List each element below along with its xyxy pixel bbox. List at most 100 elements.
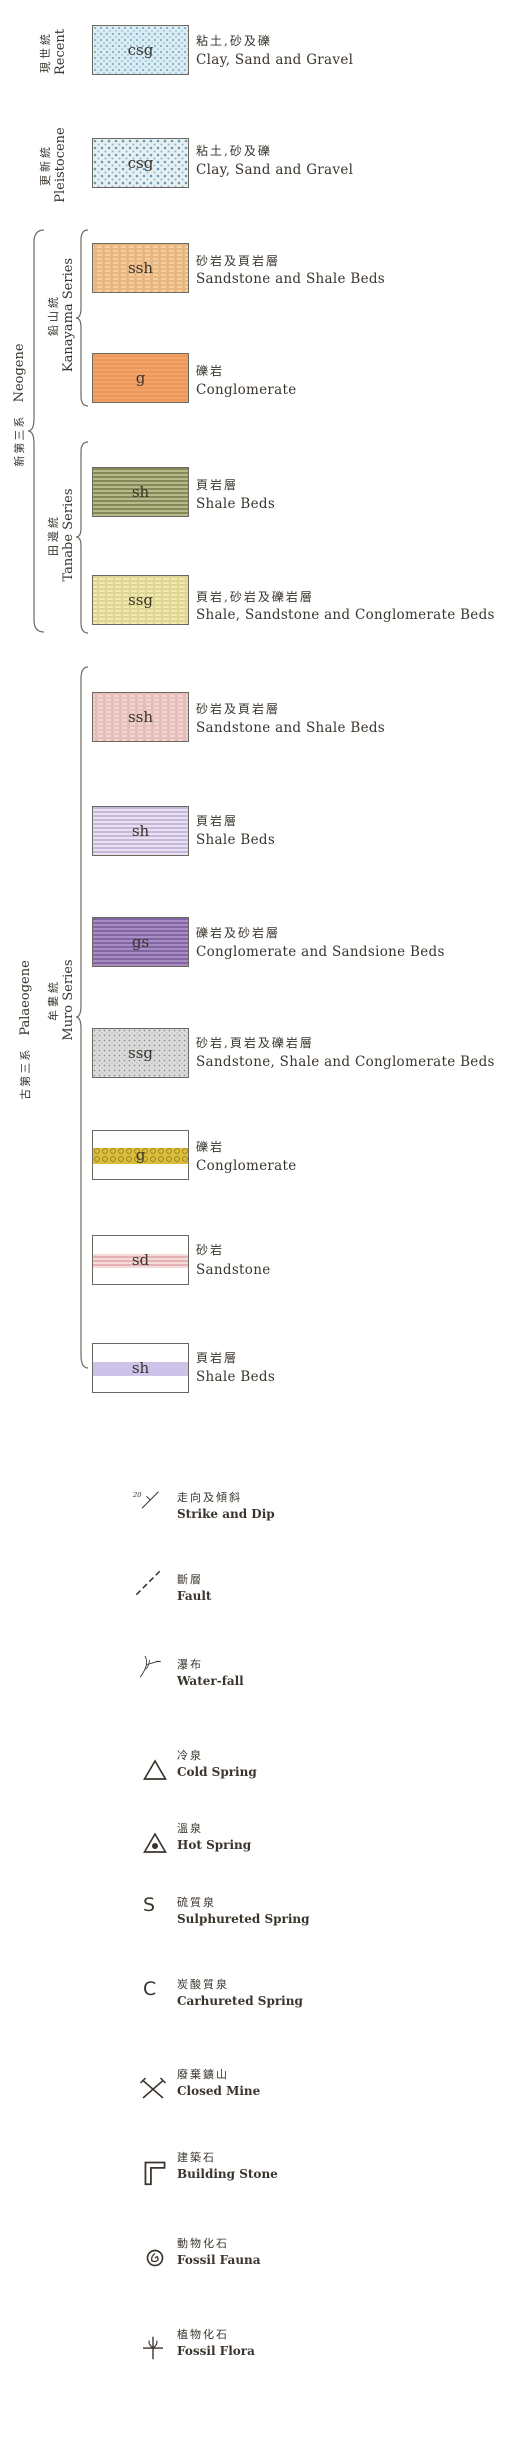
age-label-palaeogene: 古第三系 Palaeogene xyxy=(17,960,33,1100)
unit-en-label: Shale, Sandstone and Conglomerate Beds xyxy=(196,607,495,623)
unit-code: sh xyxy=(131,1359,150,1377)
unit-en-label: Clay, Sand and Gravel xyxy=(196,162,354,178)
unit-pattern xyxy=(93,1344,188,1392)
unit-muro-gs-swatch: gs xyxy=(92,917,189,967)
unit-kanayama-ssh-swatch: ssh xyxy=(92,243,189,293)
unit-jp-label: 砂岩及頁岩層 xyxy=(196,702,281,716)
symbol-jp-label: 建築石 xyxy=(177,2151,216,2164)
unit-code: csg xyxy=(127,154,154,172)
symbol-jp-label: 廢棄鑛山 xyxy=(177,2068,229,2081)
neogene-en: Neogene xyxy=(12,343,27,403)
palaeogene-jp: 古第三系 xyxy=(19,1047,32,1100)
unit-code: g xyxy=(135,369,146,387)
kanayama-en: Kanayama Series xyxy=(60,257,76,373)
unit-pattern xyxy=(93,918,188,966)
unit-code: ssg xyxy=(128,591,153,609)
unit-jp-label: 頁岩層 xyxy=(196,478,239,492)
tanabe-brace xyxy=(76,441,89,634)
unit-code: sd xyxy=(131,1251,150,1269)
symbol-jp-label: 瀑布 xyxy=(177,1658,203,1671)
unit-jp-label: 頁岩層 xyxy=(196,1351,239,1365)
unit-jp-label: 粘土,砂及礫 xyxy=(196,34,272,48)
unit-recent-swatch: csg xyxy=(92,25,189,75)
unit-en-label: Sandstone and Shale Beds xyxy=(196,720,386,736)
sulphureted-spring-icon: S xyxy=(143,1894,156,1916)
unit-muro-ssh-swatch: ssh xyxy=(92,692,189,742)
age-label-recent: 現世統 Recent xyxy=(39,29,69,75)
unit-muro-g-swatch: g xyxy=(92,1130,189,1180)
unit-tanabe-ssg-swatch: ssg xyxy=(92,575,189,625)
muro-jp: 牟婁統 xyxy=(47,979,60,1022)
tanabe-jp: 田邊統 xyxy=(47,514,60,556)
series-label-kanayama: 鉛山統 Kanayama Series xyxy=(47,258,77,372)
unit-pattern xyxy=(93,1131,188,1179)
unit-muro-ssg-swatch: ssg xyxy=(92,1028,189,1078)
symbol-en-label: Water-fall xyxy=(177,1674,244,1688)
recent-en: Recent xyxy=(52,28,68,76)
unit-en-label: Shale Beds xyxy=(196,496,276,512)
unit-code: gs xyxy=(131,933,150,951)
muro-brace xyxy=(76,666,89,1369)
hot-spring-icon xyxy=(143,1832,167,1853)
unit-code: g xyxy=(135,1146,146,1164)
symbol-en-label: Building Stone xyxy=(177,2167,278,2181)
unit-en-label: Conglomerate xyxy=(196,382,297,398)
series-label-tanabe: 田邊統 Tanabe Series xyxy=(47,488,77,581)
symbol-jp-label: 溫泉 xyxy=(177,1822,203,1835)
unit-jp-label: 粘土,砂及礫 xyxy=(196,144,272,158)
unit-tanabe-sh-swatch: sh xyxy=(92,467,189,517)
unit-code: ssg xyxy=(128,1044,153,1062)
palaeogene-en: Palaeogene xyxy=(18,960,33,1036)
symbol-jp-label: 斷層 xyxy=(177,1573,203,1586)
symbol-jp-label: 走向及傾斜 xyxy=(177,1491,242,1504)
unit-pattern xyxy=(93,244,188,292)
unit-pattern xyxy=(93,1029,188,1077)
unit-jp-label: 礫岩 xyxy=(196,1140,225,1154)
unit-en-label: Sandstone, Shale and Conglomerate Beds xyxy=(196,1054,495,1070)
unit-pleistocene-swatch: csg xyxy=(92,138,189,188)
unit-muro-sh2-swatch: sh xyxy=(92,1343,189,1393)
unit-pattern xyxy=(93,139,188,187)
age-label-neogene: 新第三系 Neogene xyxy=(11,343,27,466)
unit-kanayama-g-swatch: g xyxy=(92,353,189,403)
unit-code: ssh xyxy=(127,708,154,726)
symbol-jp-label: 冷泉 xyxy=(177,1749,203,1762)
symbol-en-label: Strike and Dip xyxy=(177,1507,275,1521)
muro-en: Muro Series xyxy=(60,959,76,1041)
symbol-jp-label: 動物化石 xyxy=(177,2237,229,2250)
unit-en-label: Conglomerate and Sandsione Beds xyxy=(196,944,445,960)
unit-jp-label: 礫岩 xyxy=(196,364,225,378)
age-label-pleistocene: 更新統 Pleistocene xyxy=(39,127,69,203)
unit-code: csg xyxy=(127,41,154,59)
carbureted-spring-icon: C xyxy=(143,1978,157,2000)
neogene-jp: 新第三系 xyxy=(13,414,26,467)
pleistocene-jp: 更新統 xyxy=(39,144,52,186)
unit-pattern xyxy=(93,354,188,402)
kanayama-jp: 鉛山統 xyxy=(47,294,60,337)
unit-code: ssh xyxy=(127,259,154,277)
fossil-fauna-icon xyxy=(146,2249,164,2267)
unit-pattern xyxy=(93,1236,188,1284)
symbol-en-label: Fossil Flora xyxy=(177,2344,255,2358)
unit-jp-label: 砂岩 xyxy=(196,1243,225,1257)
unit-en-label: Shale Beds xyxy=(196,832,276,848)
symbol-en-label: Carhureted Spring xyxy=(177,1994,303,2008)
symbol-en-label: Fossil Fauna xyxy=(177,2253,261,2267)
pleistocene-en: Pleistocene xyxy=(52,127,68,203)
unit-en-label: Conglomerate xyxy=(196,1158,297,1174)
symbol-jp-label: 炭酸質泉 xyxy=(177,1978,229,1991)
series-label-muro: 牟婁統 Muro Series xyxy=(47,959,77,1040)
kanayama-brace xyxy=(76,229,89,407)
unit-pattern xyxy=(93,576,188,624)
symbol-jp-label: 植物化石 xyxy=(177,2328,229,2341)
unit-jp-label: 礫岩及砂岩層 xyxy=(196,926,281,940)
symbol-en-label: Sulphureted Spring xyxy=(177,1912,310,1926)
unit-jp-label: 頁岩層 xyxy=(196,814,239,828)
neogene-brace xyxy=(28,229,45,633)
symbol-en-label: Cold Spring xyxy=(177,1765,257,1779)
closed-mine-icon xyxy=(139,2077,167,2099)
fossil-flora-icon xyxy=(143,2336,163,2360)
unit-en-label: Shale Beds xyxy=(196,1369,276,1385)
unit-en-label: Sandstone and Shale Beds xyxy=(196,271,386,287)
unit-muro-sd-swatch: sd xyxy=(92,1235,189,1285)
